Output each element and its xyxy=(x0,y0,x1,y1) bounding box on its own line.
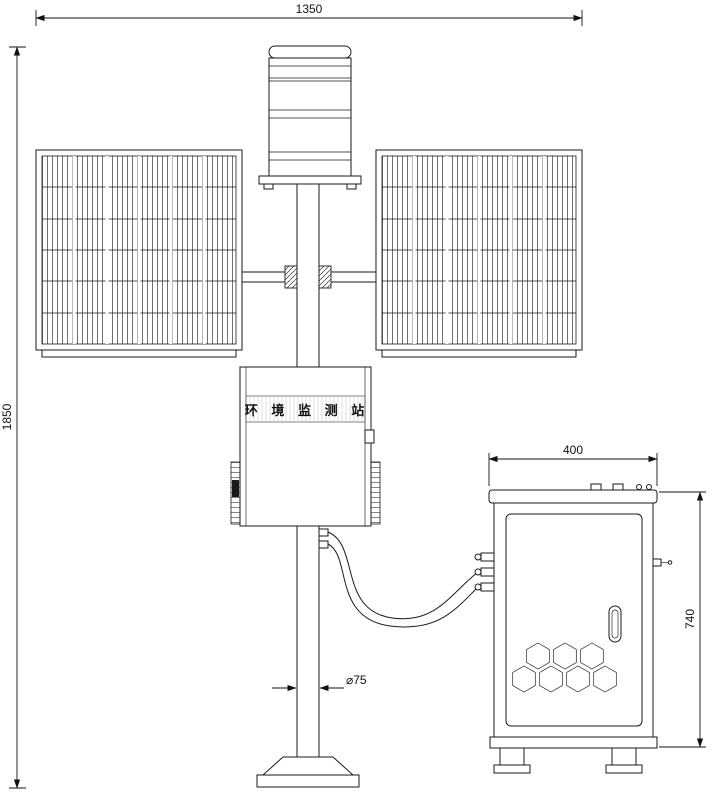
dimension-overall-width-label: 1350 xyxy=(296,2,323,16)
solar-panel-left xyxy=(35,149,243,358)
door-handle-slot xyxy=(611,609,619,639)
dimension-cabinet-height-label: 740 xyxy=(683,609,697,629)
arm-clamp-right xyxy=(318,265,332,289)
dimension-overall-width: 1350 xyxy=(35,2,583,26)
cabinet-door xyxy=(505,513,643,727)
beacon-body xyxy=(268,57,352,177)
hex-vents xyxy=(512,642,617,693)
door-handle xyxy=(608,605,622,643)
panel-frame-bottom xyxy=(381,349,577,358)
cabinet-bottom-frame xyxy=(489,736,658,749)
flange-tab-left xyxy=(263,183,274,190)
cabinet-feet xyxy=(493,748,643,774)
station-enclosure: 环 境 监 测 站 xyxy=(230,366,381,527)
dimension-overall-height-label: 1850 xyxy=(0,403,14,430)
cabinet-top-knob xyxy=(590,483,602,491)
cabinet-cable-inlets xyxy=(474,552,495,592)
dimension-cabinet-width: 400 xyxy=(488,443,658,486)
beacon-flange xyxy=(258,175,362,185)
dimension-cabinet-height: 740 xyxy=(659,491,706,748)
cabinet-side-probe xyxy=(652,558,673,567)
side-bracket-right xyxy=(370,461,381,525)
cable xyxy=(327,531,479,628)
cabinet xyxy=(474,483,673,774)
flange-tab-right xyxy=(346,183,357,190)
dimension-pole-diameter: ⌀75 xyxy=(272,673,367,692)
beacon-cap xyxy=(268,45,352,59)
cabinet-top-knob xyxy=(612,483,624,491)
arm-clamp-left xyxy=(284,265,298,289)
mounting-arm-right xyxy=(318,265,376,289)
bracket-connector xyxy=(232,480,239,497)
dimension-overall-height: 1850 xyxy=(0,46,26,789)
beacon-light xyxy=(258,45,362,190)
panel-column-gaps xyxy=(412,156,546,344)
station-label-band xyxy=(245,395,366,423)
station-label: 环 境 监 测 站 xyxy=(245,403,369,418)
cable-glands-pole xyxy=(318,528,329,549)
pole-base xyxy=(256,756,360,788)
mounting-arm-left xyxy=(242,265,298,289)
panel-frame-bottom xyxy=(41,349,237,358)
dimension-cabinet-width-label: 400 xyxy=(563,443,583,457)
panel-column-gaps xyxy=(72,156,206,344)
base-plate xyxy=(256,774,360,788)
door-latch xyxy=(364,429,375,444)
dimension-pole-diameter-label: ⌀75 xyxy=(346,673,367,687)
cabinet-top-bolt xyxy=(636,484,642,490)
cabinet-top-bolt xyxy=(646,484,652,490)
solar-panel-right xyxy=(375,149,583,358)
cabinet-lid xyxy=(488,489,658,504)
